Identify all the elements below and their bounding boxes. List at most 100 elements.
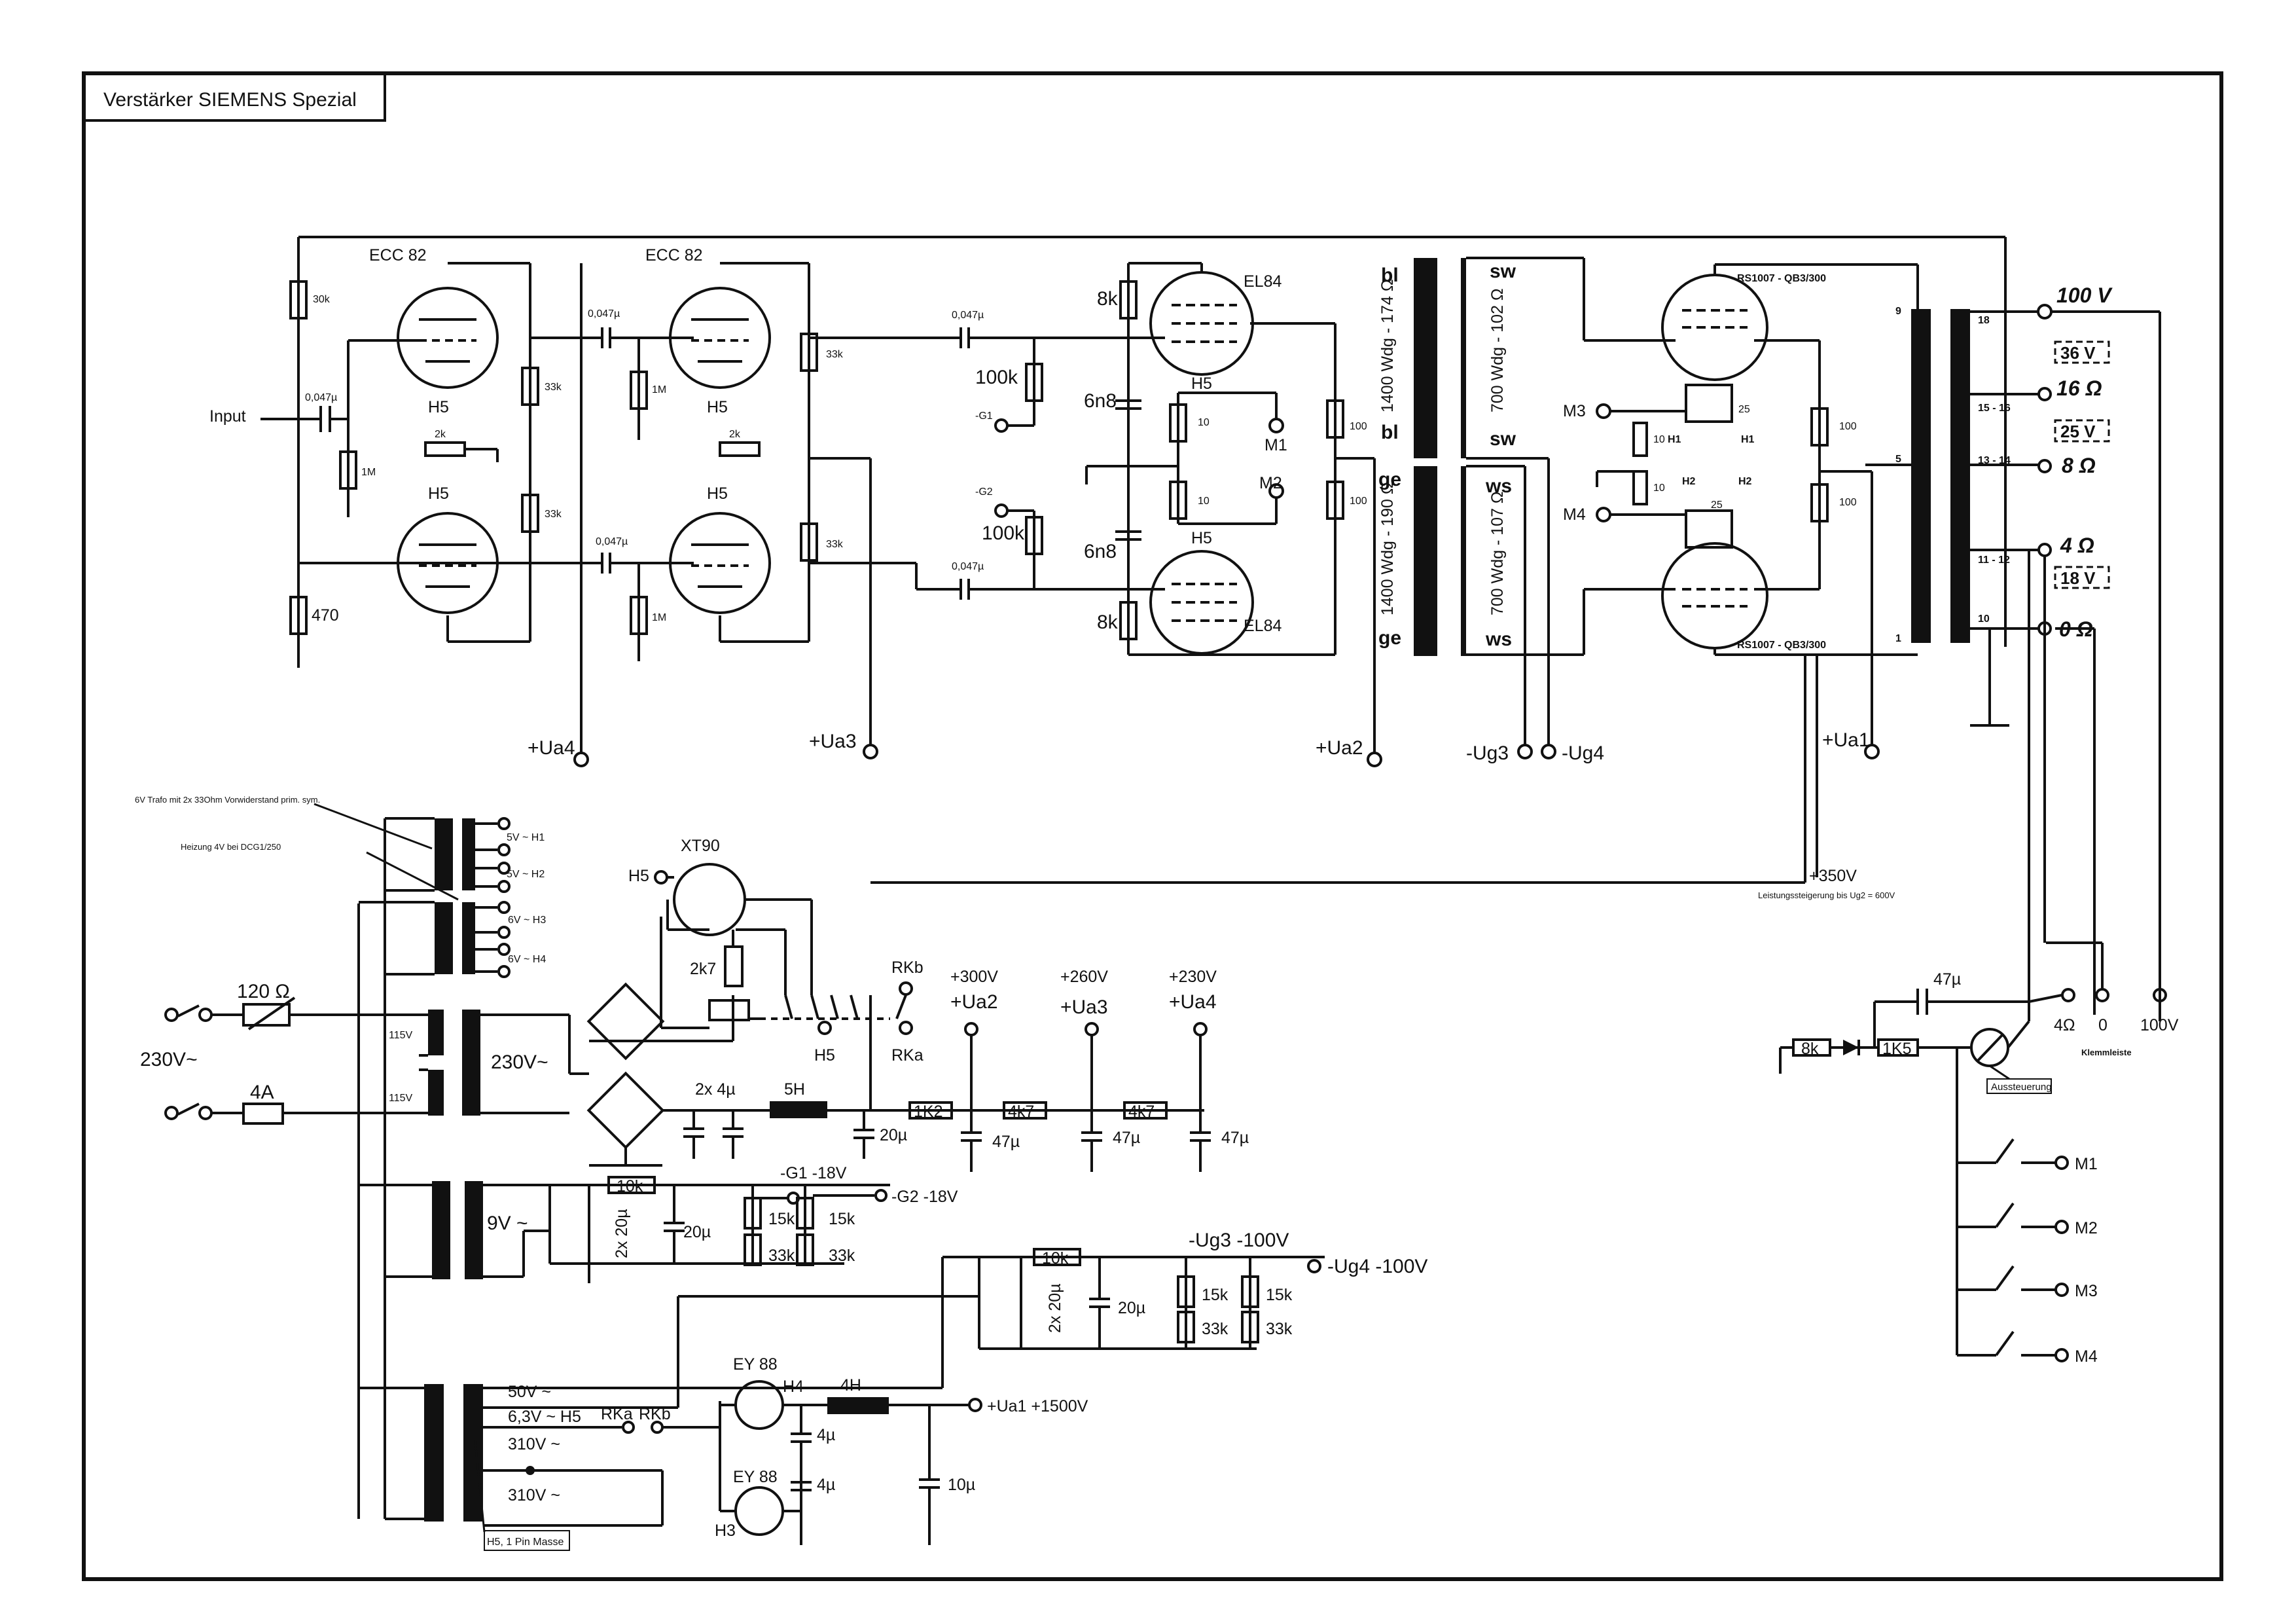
r-10k-b2-label: 10k bbox=[1042, 1249, 1069, 1267]
pin5-label: 5 bbox=[1895, 454, 1901, 465]
box-18v-label: 18 V bbox=[2060, 568, 2096, 588]
pin1516-label: 15 - 16 bbox=[1978, 403, 2011, 414]
cap-in-label: 0,047µ bbox=[305, 392, 337, 403]
drawing-title: Verstärker SIEMENS Spezial bbox=[103, 89, 357, 111]
h5-1b-label: H5 bbox=[428, 484, 449, 503]
meter-m2-label: M2 bbox=[2075, 1219, 2098, 1237]
ge2-label: ge bbox=[1378, 627, 1401, 649]
resistor-2k7 bbox=[724, 945, 744, 987]
heater-outputs: 5V ~ H1 5V ~ H2 6V ~ H3 6V ~ H4 bbox=[475, 817, 546, 978]
p15b-b1-label: 15k bbox=[829, 1210, 855, 1228]
r-1k2-label: 1K2 bbox=[914, 1103, 942, 1121]
heater-box-b bbox=[1685, 509, 1733, 549]
h5-1a-label: H5 bbox=[428, 398, 449, 416]
r-10-oa-label: 10 bbox=[1653, 434, 1665, 445]
tube-ecc82-2a bbox=[669, 287, 771, 389]
r-8k-a-label: 8k bbox=[1097, 288, 1119, 310]
ey88a-label: EY 88 bbox=[733, 1355, 778, 1374]
el84-a-label: EL84 bbox=[1244, 272, 1282, 291]
g2-label: -G2 bbox=[975, 486, 993, 498]
drawing-border bbox=[82, 71, 2223, 1581]
resistor-10k-b1 bbox=[607, 1176, 656, 1194]
resistor-33k-1a bbox=[521, 367, 539, 406]
bias1-sec-label: 9V ~ bbox=[487, 1213, 528, 1234]
box-36v bbox=[2054, 340, 2110, 364]
pin1-label: 1 bbox=[1895, 633, 1901, 644]
pin18-label: 18 bbox=[1978, 315, 1990, 326]
r-470-label: 470 bbox=[312, 606, 339, 625]
resistor-8k-a bbox=[1119, 280, 1138, 319]
meter-section: 47µ 8k 1K5 Aussteuerung 4Ω 0 100V Klemml… bbox=[1779, 655, 2179, 1366]
tube-ey88-b bbox=[734, 1486, 784, 1536]
xt90-switch bbox=[673, 863, 746, 936]
c4b-label: 4µ bbox=[817, 1476, 835, 1494]
rs1007-a-label: RS1007 - QB3/300 bbox=[1737, 273, 1826, 284]
relay-coil bbox=[708, 999, 750, 1021]
resistor-33k-b1a bbox=[744, 1233, 762, 1266]
resistor-100-b bbox=[1326, 481, 1344, 520]
driver-transformer: bl bl ge ge sw sw ws ws 1400 Wdg - 174 Ω… bbox=[1378, 257, 1676, 764]
xt90-label: XT90 bbox=[681, 837, 720, 855]
v350-note: Leistungssteigerung bis Ug2 = 600V bbox=[1758, 890, 1895, 900]
v230-label: +230V bbox=[1169, 968, 1217, 986]
r-2k-1-label: 2k bbox=[435, 429, 446, 440]
hv-supply: 50V ~ 6,3V ~ H5 310V ~ 310V ~ RKa RKb H5… bbox=[359, 1355, 1088, 1551]
resistor-33k-2b bbox=[800, 522, 818, 562]
tube-rs1007-b bbox=[1661, 542, 1768, 649]
s63-label: 6,3V ~ H5 bbox=[508, 1408, 581, 1426]
r-10-ob-label: 10 bbox=[1653, 483, 1665, 494]
rka-label: RKa bbox=[891, 1046, 924, 1065]
output-section: RS1007 - QB3/300 RS1007 - QB3/300 25 25 … bbox=[1563, 263, 2161, 1021]
ug4-bias-label: -Ug4 -100V bbox=[1327, 1256, 1427, 1277]
r-1m-2a-label: 1M bbox=[652, 384, 666, 395]
r33a-b2-label: 33k bbox=[1202, 1320, 1229, 1338]
h1a-label: H1 bbox=[1668, 434, 1681, 445]
ecc82-1-label: ECC 82 bbox=[369, 246, 427, 264]
pin10-label: 10 bbox=[1978, 613, 1990, 625]
bl1-label: bl bbox=[1381, 264, 1399, 286]
preamp-section: 30k 470 Input 0,047µ 1M ECC 82 H5 H5 33k… bbox=[209, 236, 2007, 767]
box-25v-label: 25 V bbox=[2060, 422, 2096, 441]
resistor-10-b bbox=[1169, 481, 1187, 520]
r-1m-2b-label: 1M bbox=[652, 612, 666, 623]
h4-label: 6V ~ H4 bbox=[508, 954, 546, 965]
s50-label: 50V ~ bbox=[508, 1383, 551, 1401]
resistor-4k7-a bbox=[1003, 1101, 1047, 1120]
c2x20-b2-label: 2x 20µ bbox=[1046, 1283, 1064, 1333]
c-6n8-a-label: 6n8 bbox=[1084, 390, 1117, 412]
box-25v bbox=[2054, 419, 2110, 443]
tube-ecc82-1b bbox=[397, 512, 499, 614]
pot-15k-b1b bbox=[796, 1197, 814, 1230]
hv-rka-label: RKa bbox=[601, 1405, 633, 1423]
sec-bottom-label: 700 Wdg - 107 Ω bbox=[1488, 491, 1507, 615]
resistor-100k-a bbox=[1025, 363, 1043, 402]
resistor-1m-2a bbox=[630, 371, 648, 410]
meter-m3-label: M3 bbox=[2075, 1282, 2098, 1300]
el84-b-h5-label: H5 bbox=[1191, 529, 1212, 547]
c47c-label: 47µ bbox=[1221, 1129, 1249, 1147]
heater-box-a bbox=[1685, 384, 1733, 423]
pot-a-label: 25 bbox=[1738, 404, 1750, 415]
pin9-label: 9 bbox=[1895, 306, 1901, 317]
h1b-label: H1 bbox=[1741, 434, 1755, 445]
r-2k7-label: 2k7 bbox=[690, 960, 716, 978]
pot-15k-b2b bbox=[1241, 1275, 1259, 1308]
r-100k-b-label: 100k bbox=[982, 522, 1025, 544]
cap-d1-label: 0,047µ bbox=[952, 310, 984, 321]
terminal-ua3 bbox=[863, 744, 878, 759]
meter-r1k5-label: 1K5 bbox=[1882, 1040, 1911, 1058]
resistor-10k-b2 bbox=[1033, 1248, 1081, 1266]
p115a-label: 115V bbox=[389, 1030, 413, 1041]
resistor-10-oa bbox=[1632, 422, 1648, 457]
r-100-a-label: 100 bbox=[1350, 421, 1367, 432]
c4a-label: 4µ bbox=[817, 1426, 835, 1444]
prim-bottom-label: 1400 Wdg - 190 Ω bbox=[1378, 482, 1397, 615]
r33b-b2-label: 33k bbox=[1266, 1320, 1293, 1338]
resistor-8k-b bbox=[1119, 601, 1138, 640]
out-8-label: 8 Ω bbox=[2062, 454, 2096, 477]
meter-m1-label: M1 bbox=[2075, 1155, 2098, 1173]
g1-bias-label: -G1 -18V bbox=[780, 1164, 847, 1182]
resistor-33k-b2b bbox=[1241, 1311, 1259, 1343]
r-100-ob-label: 100 bbox=[1839, 497, 1857, 508]
